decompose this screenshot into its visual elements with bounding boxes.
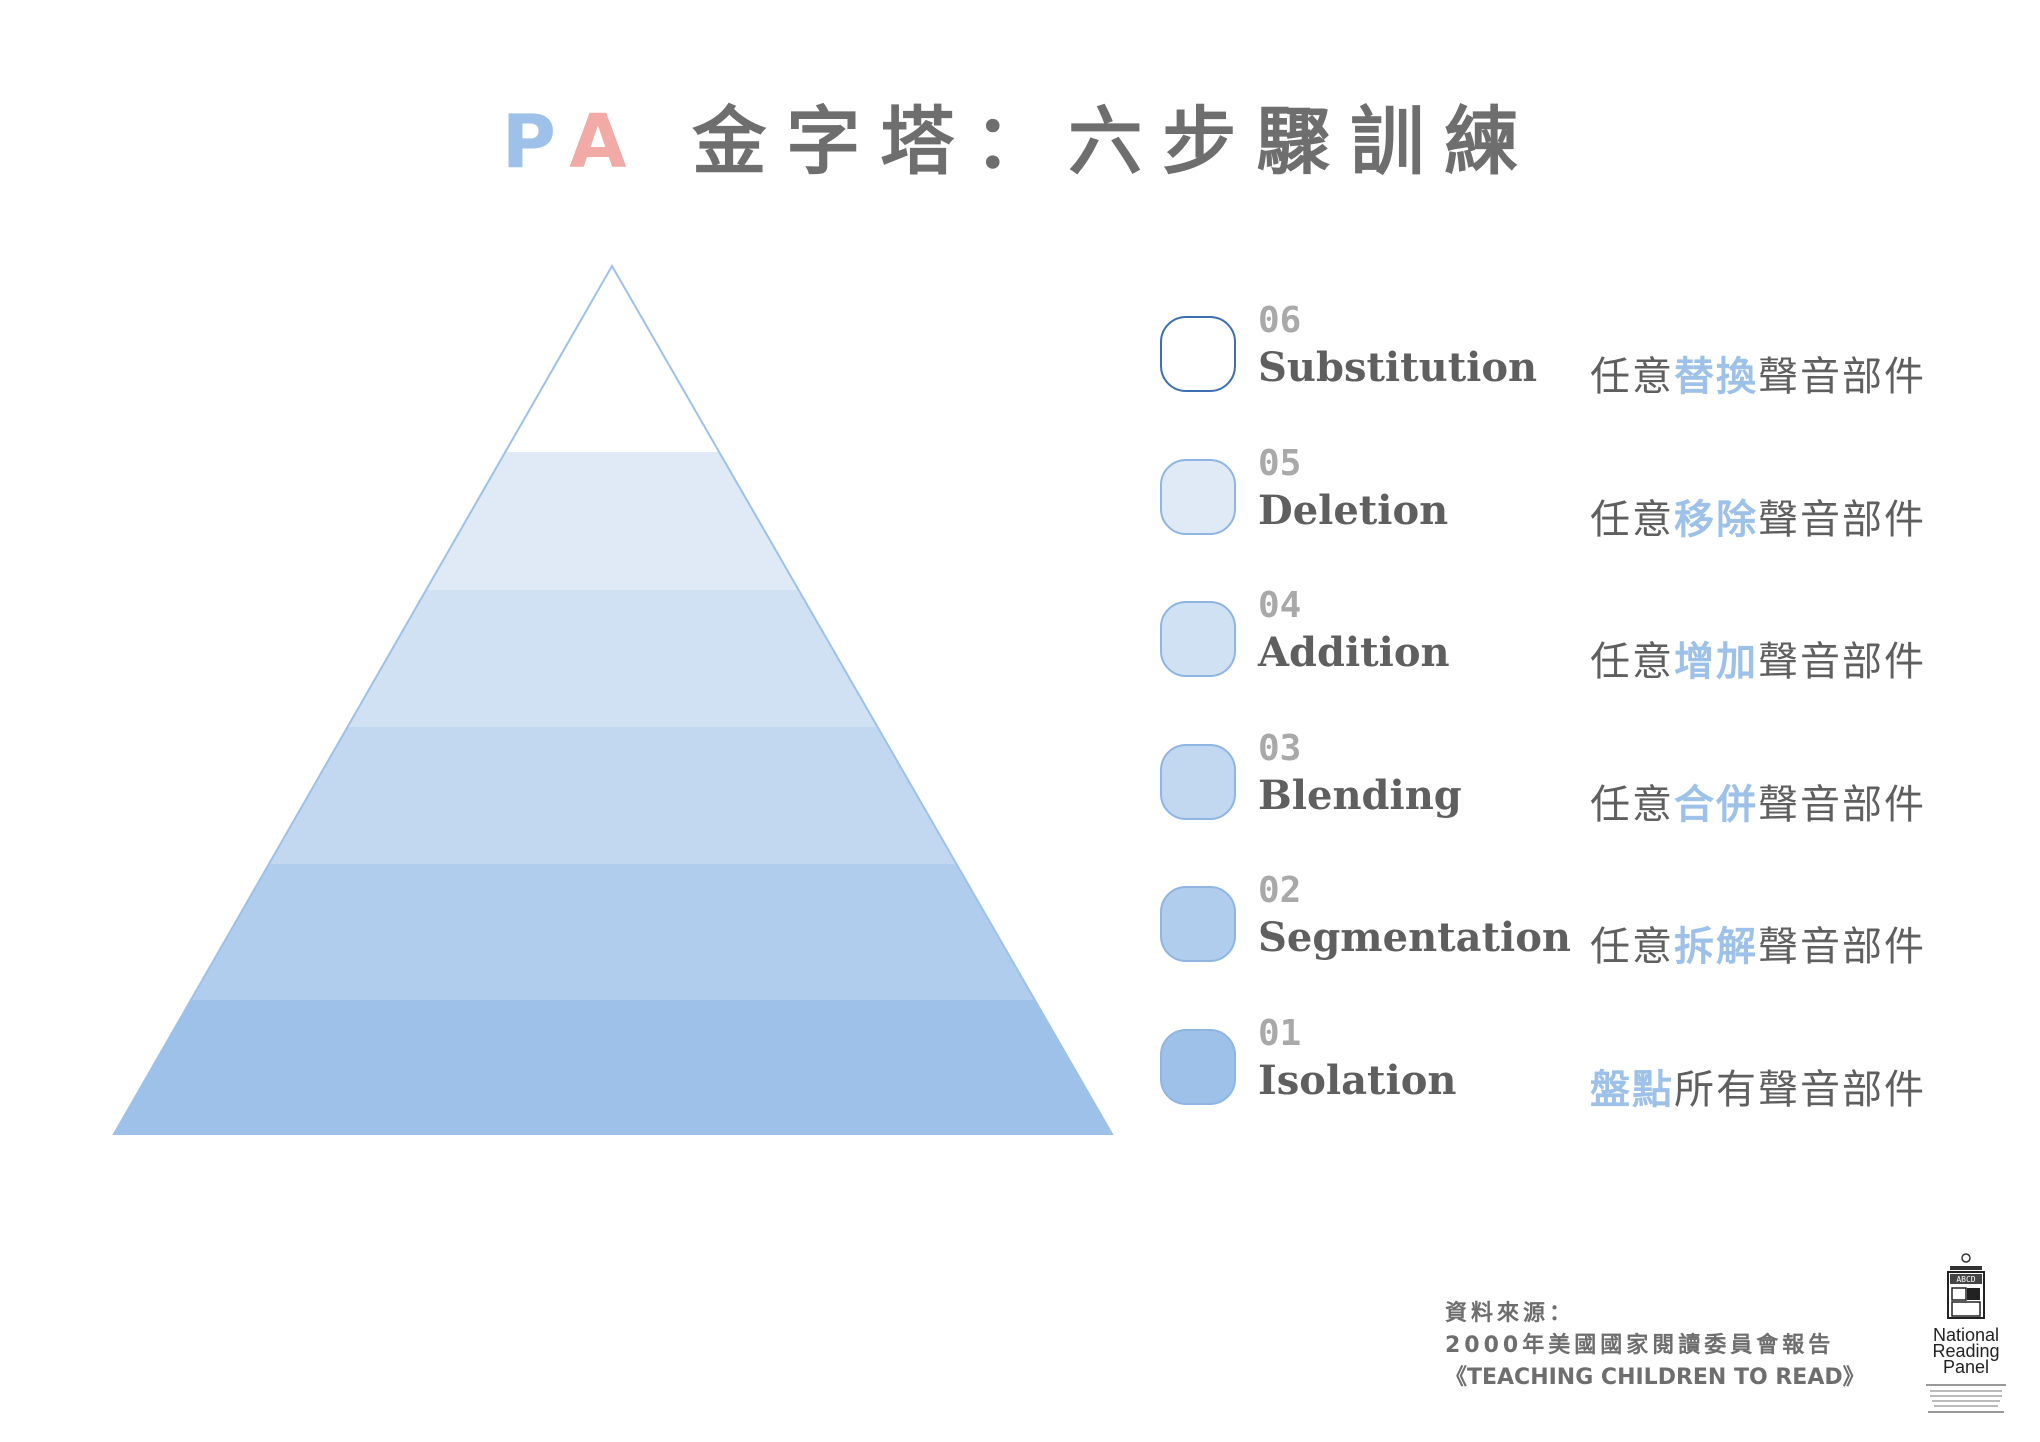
level-description: 任意拆解聲音部件	[1590, 914, 1926, 972]
level-name: Deletion	[1258, 486, 1449, 534]
pyramid-layer	[346, 590, 878, 727]
level-name: Segmentation	[1258, 914, 1571, 962]
logo-word-national: National	[1932, 1325, 2000, 1345]
pyramid-layer	[113, 1000, 1111, 1134]
pyramid-diagram	[112, 263, 1114, 1135]
level-description: 任意移除聲音部件	[1590, 487, 1926, 545]
pyramid-layer	[505, 266, 719, 452]
level-description: 盤點所有聲音部件	[1590, 1057, 1926, 1115]
level-number: 03	[1258, 727, 1302, 769]
pyramid-layer	[190, 864, 1034, 1000]
level-desc-pre: 任意	[1590, 924, 1674, 971]
title-a: A	[569, 99, 647, 185]
level-description: 任意合併聲音部件	[1590, 772, 1926, 830]
source-book-title: 《TEACHING CHILDREN TO READ》	[1445, 1365, 1865, 1390]
level-name: Addition	[1258, 629, 1450, 677]
national-reading-panel-logo: ABCD National Reading Panel	[1920, 1252, 2012, 1413]
level-desc-pre: 任意	[1590, 639, 1674, 686]
level-desc-highlight: 拆解	[1674, 924, 1758, 971]
level-desc-pre: 任意	[1590, 496, 1674, 543]
level-desc-post: 聲音部件	[1758, 496, 1926, 543]
level-desc-post: 聲音部件	[1758, 354, 1926, 400]
level-desc-pre: 任意	[1590, 354, 1674, 400]
logo-word-reading: Reading	[1932, 1341, 2000, 1361]
logo-crest-icon: ABCD	[1947, 1253, 1985, 1319]
logo-word-panel: Panel	[1942, 1357, 1990, 1377]
level-description: 任意增加聲音部件	[1590, 629, 1926, 687]
level-swatch	[1160, 458, 1236, 535]
source-note: 資料來源： 2000年美國國家閱讀委員會報告 《TEACHING CHILDRE…	[1445, 1298, 1865, 1394]
level-swatch	[1160, 886, 1236, 963]
level-desc-post: 聲音部件	[1758, 781, 1926, 828]
level-number: 05	[1258, 442, 1302, 484]
level-desc-highlight: 移除	[1674, 496, 1758, 543]
level-description: 任意替換聲音部件	[1590, 344, 1926, 402]
logo-blocks-text: ABCD	[1956, 1275, 1975, 1284]
level-number: 01	[1258, 1013, 1302, 1054]
level-swatch	[1160, 1029, 1236, 1105]
level-desc-pre: 任意	[1590, 781, 1674, 828]
level-number: 04	[1258, 585, 1302, 627]
pyramid-layer	[268, 727, 956, 864]
level-desc-post: 聲音部件	[1758, 924, 1926, 971]
level-name: Substitution	[1258, 344, 1538, 391]
level-desc-post: 聲音部件	[1758, 639, 1926, 686]
page-title: PA 金字塔：六步驟訓練	[0, 82, 2040, 189]
title-p: P	[501, 99, 570, 185]
pyramid-layer	[425, 452, 799, 590]
level-swatch	[1160, 743, 1236, 820]
level-swatch	[1160, 316, 1236, 392]
logo-fine-print-icon	[1926, 1384, 2006, 1413]
source-report: 2000年美國國家閱讀委員會報告	[1445, 1333, 1835, 1358]
source-label: 資料來源：	[1445, 1301, 1576, 1326]
level-desc-highlight: 盤點	[1590, 1067, 1674, 1113]
level-desc-highlight: 替換	[1674, 354, 1758, 400]
pyramid-outline	[112, 263, 1114, 1135]
level-swatch	[1160, 601, 1236, 678]
level-desc-post: 所有聲音部件	[1674, 1067, 1926, 1113]
level-name: Isolation	[1258, 1057, 1457, 1104]
level-desc-highlight: 增加	[1674, 639, 1758, 686]
title-main: 金字塔：六步驟訓練	[646, 99, 1539, 185]
level-number: 02	[1258, 870, 1302, 912]
level-number: 06	[1258, 300, 1302, 341]
level-desc-highlight: 合併	[1674, 781, 1758, 828]
level-name: Blending	[1258, 771, 1462, 819]
